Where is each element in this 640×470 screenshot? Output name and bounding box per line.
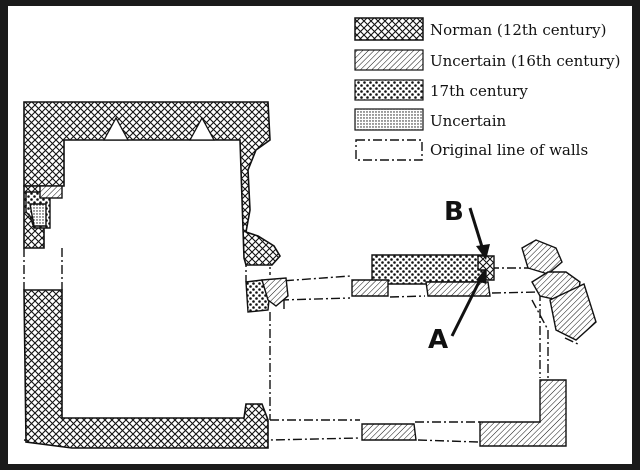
legend-label-uncertain-16th: Uncertain (16th century) <box>430 52 620 70</box>
chamber-uncertain-south <box>361 423 417 441</box>
original-wall-chamber-south-outer <box>71 437 479 446</box>
original-wall-chamber-east <box>539 292 549 378</box>
marker-b-arrowhead <box>476 244 490 260</box>
east-rubble-3 <box>549 283 597 341</box>
legend-item-uncertain: Uncertain <box>354 108 507 131</box>
original-wall-east-rim <box>531 299 581 346</box>
legend-swatch-uncertain-16th <box>354 49 424 71</box>
legend-swatch-original-walls <box>355 139 423 161</box>
original-wall-west-gap <box>23 248 63 290</box>
legend-label-uncertain: Uncertain <box>430 112 507 130</box>
marker-b: B <box>444 197 490 260</box>
norman-wall-north <box>23 101 281 266</box>
original-wall-chamber-north-inner <box>279 291 541 301</box>
legend-item-17th-century: 17th century <box>354 79 528 101</box>
north-wall-opening-1 <box>102 116 130 141</box>
legend-label-17th-century: 17th century <box>430 82 528 100</box>
west-room-norman-walls <box>23 101 281 449</box>
legend-item-uncertain-16th: Uncertain (16th century) <box>354 49 620 71</box>
chamber-uncertain-north-1 <box>351 279 389 297</box>
legend-item-original-walls: Original line of walls <box>355 139 588 161</box>
marker-a: A <box>428 268 486 355</box>
north-wall-openings <box>102 116 216 141</box>
original-wall-chamber-south-inner <box>270 419 480 423</box>
marker-b-label: B <box>444 197 464 227</box>
original-wall-chamber-west-inner <box>269 300 285 420</box>
legend-swatch-17th-century <box>354 79 424 101</box>
east-rubble-1 <box>521 239 563 275</box>
legend-label-original-walls: Original line of walls <box>430 141 588 159</box>
legend: Norman (12th century) Uncertain (16th ce… <box>354 17 620 161</box>
legend-swatch-norman <box>354 17 424 41</box>
legend-label-norman: Norman (12th century) <box>430 21 606 39</box>
original-wall-lines <box>23 248 581 446</box>
chamber-17th-century-block <box>371 254 485 285</box>
marker-a-label: A <box>428 325 448 355</box>
chamber-south-east-corner <box>479 379 567 447</box>
legend-swatch-uncertain <box>354 108 424 131</box>
junction-pieces <box>245 277 289 313</box>
drawing-paper <box>8 6 632 464</box>
marker-a-arrowhead <box>476 268 486 284</box>
chamber-uncertain-north-2 <box>425 281 491 297</box>
chamber-pieces <box>351 239 597 447</box>
west-room-later-pieces <box>25 185 63 229</box>
legend-item-norman: Norman (12th century) <box>354 17 606 41</box>
west-wall-uncertain-insert <box>29 203 47 227</box>
north-wall-opening-2 <box>188 116 216 141</box>
norman-wall-west-south <box>23 289 269 449</box>
marker-a-arrow <box>450 275 484 337</box>
marker-b-arrow <box>468 207 485 251</box>
west-wall-uncertain-block <box>39 185 63 199</box>
junction-uncertain-16th <box>261 277 289 307</box>
